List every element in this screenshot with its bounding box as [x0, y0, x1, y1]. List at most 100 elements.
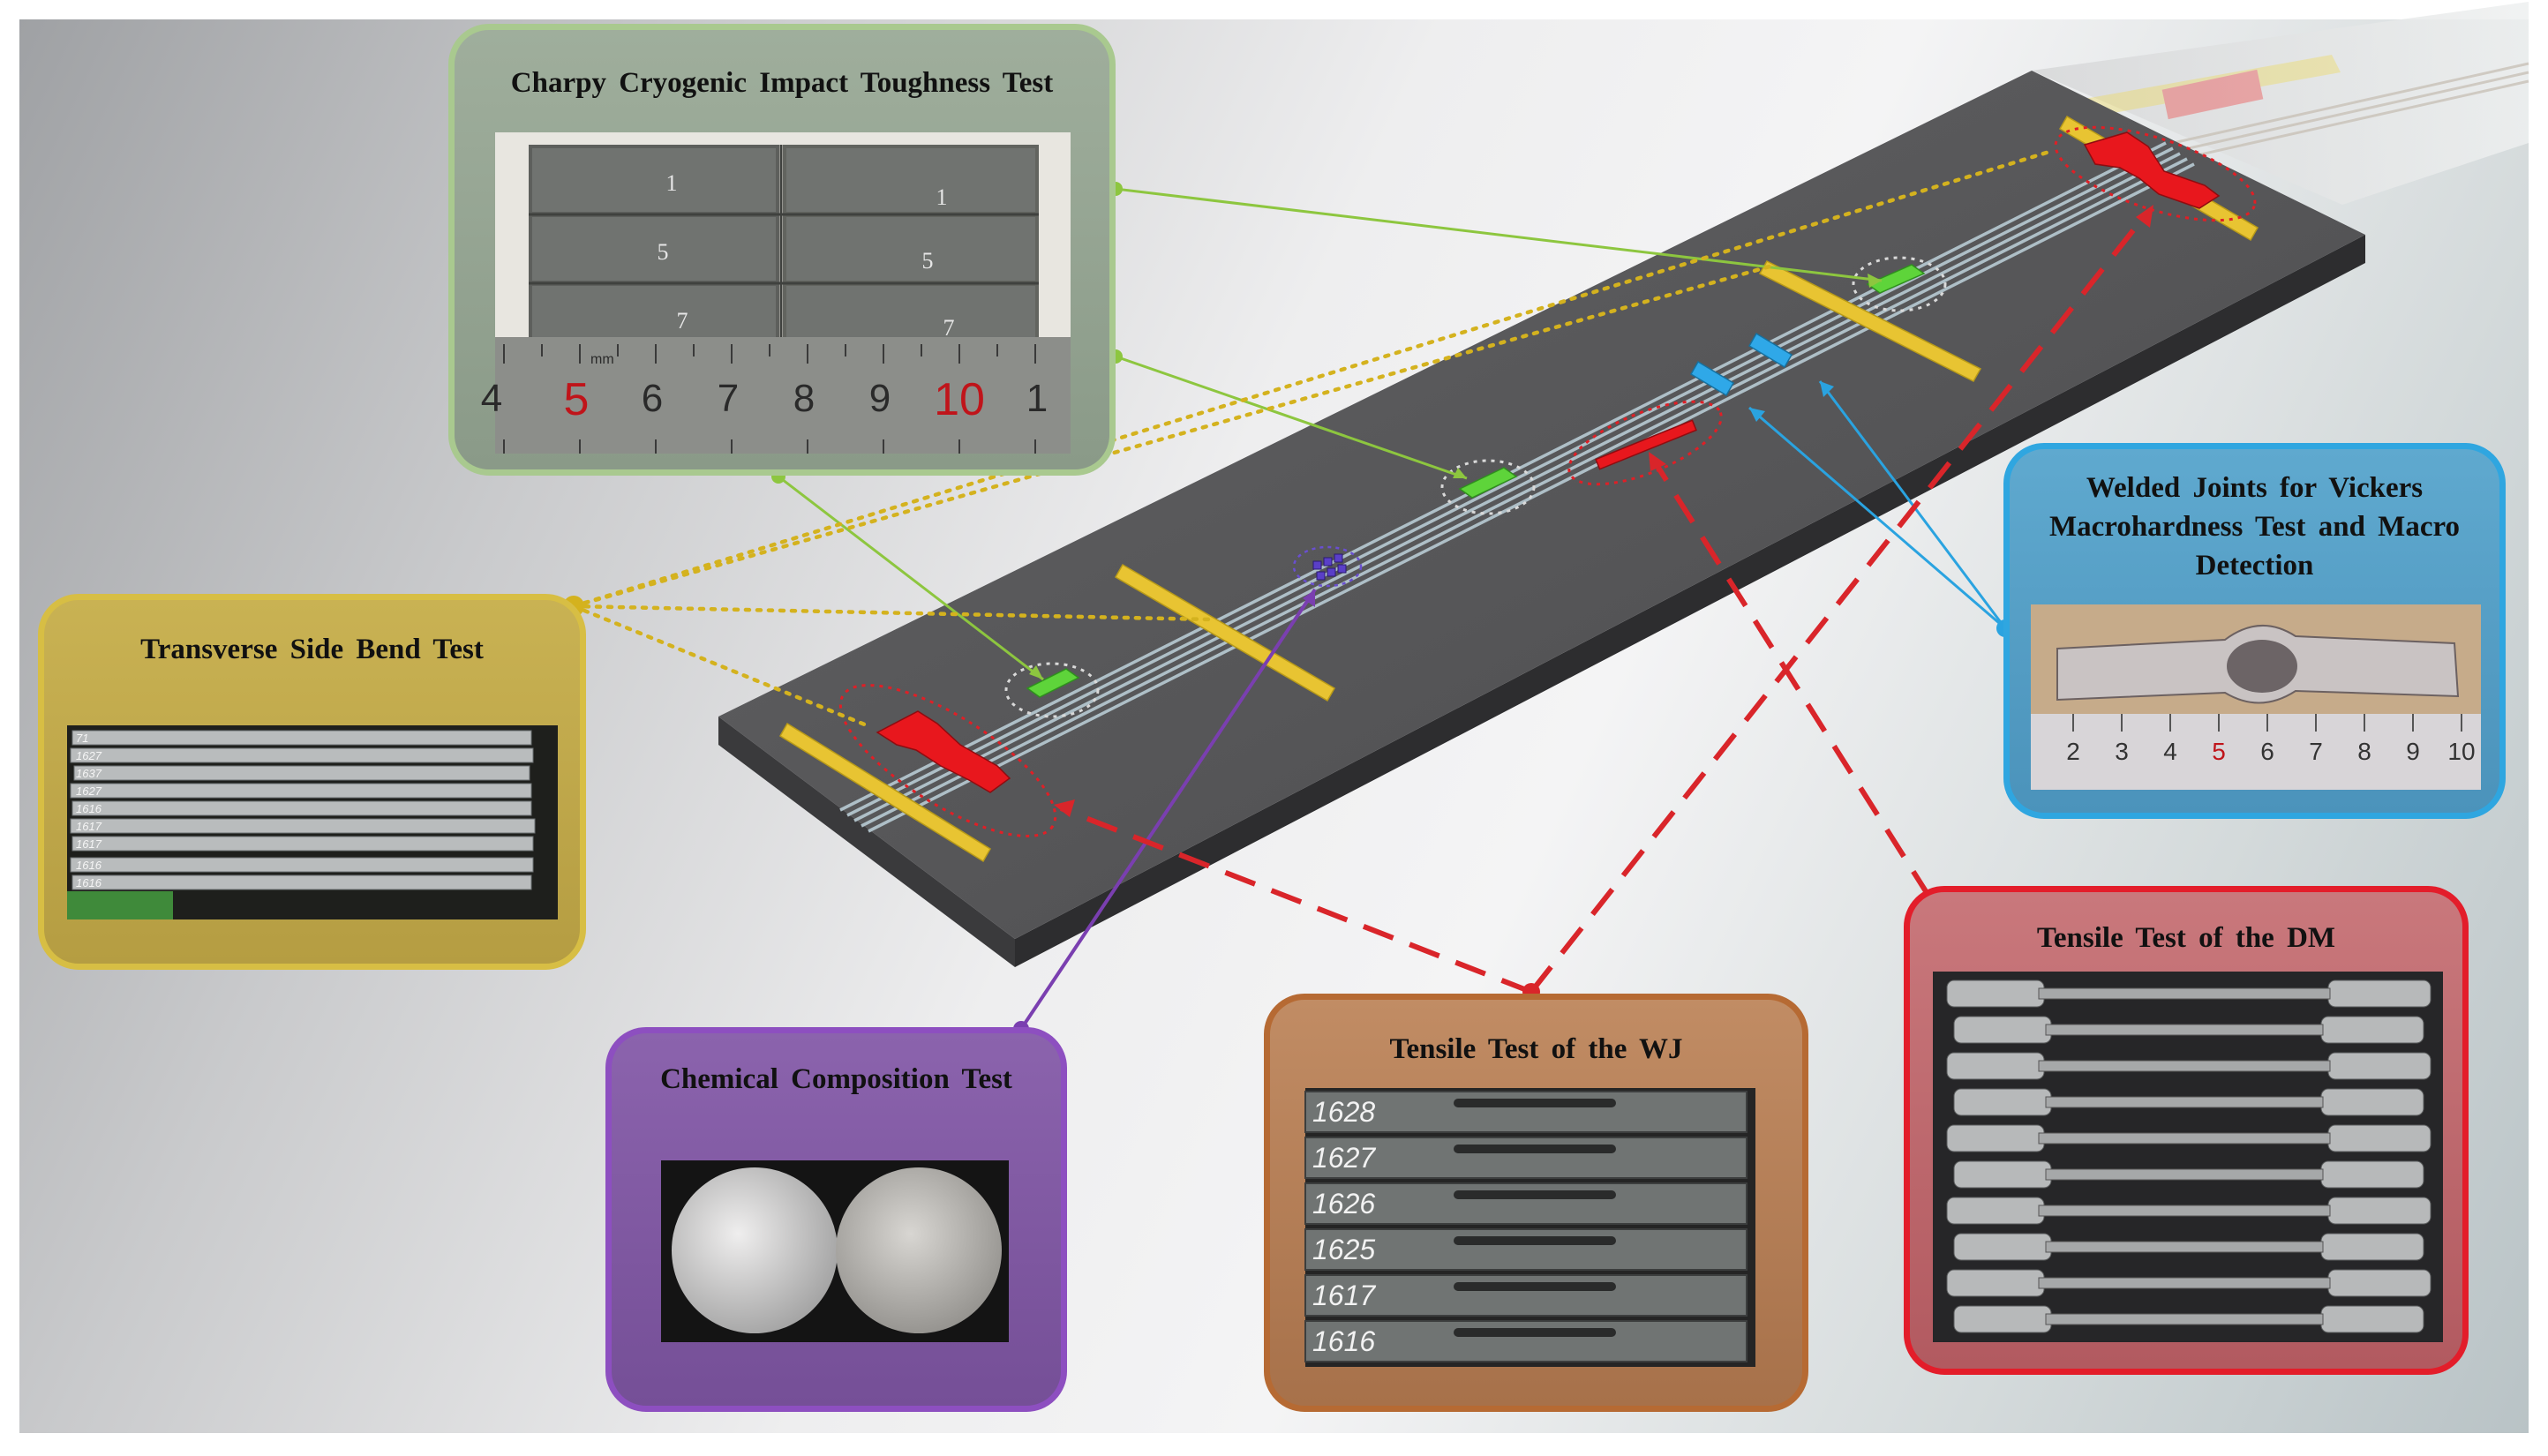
charpy-ruler-label: 5: [564, 374, 590, 425]
vickers-title-line: Welded Joints for Vickers: [2086, 472, 2424, 504]
charpy-ruler-label: 4: [481, 377, 502, 420]
vickers-ruler-label: 10: [2447, 738, 2475, 765]
bend-photo-drawing: 71 1627 1637 1627 1616 1617 1617 1616 16…: [67, 730, 536, 919]
dm-tensile-specimen-2: [2083, 131, 2221, 209]
dm-tensile-rod: [1953, 1088, 2424, 1116]
dm-tensile-rod: [1953, 1233, 2424, 1261]
wj-label: 1625: [1312, 1234, 1375, 1265]
charpy-number: 1: [936, 184, 948, 210]
figure-canvas: Charpy Cryogenic Impact Toughness Test 1…: [19, 2, 2529, 1433]
vickers-ruler-label: 8: [2357, 738, 2371, 765]
chem-specimens-photo: [661, 1160, 1009, 1342]
charpy-photo-drawing: 1 5 7 1 5 7: [481, 145, 1071, 454]
chem-dotted-ring: [1292, 545, 1363, 588]
bend-label: 1627: [76, 784, 102, 798]
welded-plate: [718, 71, 2365, 939]
vickers-test-panel: Welded Joints for Vickers Macrohardness …: [2003, 443, 2506, 819]
wj-panel-title: Tensile Test of the WJ: [1389, 1033, 1683, 1065]
charpy-specimens: [1026, 264, 1926, 698]
charpy-specimen-2: [1458, 467, 1518, 499]
dm-tensile-rod: [1946, 979, 2431, 1008]
chem-specimen: [1312, 553, 1347, 581]
wj-tensile-panel: Tensile Test of the WJ 1628 1627 1626 16…: [1264, 994, 1808, 1412]
dm-tensile-rod: [1953, 1016, 2424, 1044]
chem-disc: [672, 1167, 838, 1333]
wj-label: 1628: [1312, 1096, 1375, 1128]
chem-disc: [836, 1167, 1002, 1333]
charpy-number: 7: [677, 308, 688, 334]
dm-specimens-photo: [1933, 972, 2443, 1342]
dm-tensile-rod: [1946, 1124, 2431, 1152]
charpy-ruler-label: 10: [934, 374, 985, 425]
dm-tensile-rod: [1946, 1052, 2431, 1080]
chem-photo-drawing: [672, 1167, 1002, 1333]
charpy-number: 7: [943, 315, 955, 341]
wj-specimens-photo: 1628 1627 1626 1625 1617 1616: [1304, 1088, 1755, 1367]
vickers-photo-drawing: 2 3 4 5 6 7 8 9 10: [2031, 604, 2481, 790]
bend-label: 1617: [76, 820, 102, 833]
faded-weld-lines: [2172, 62, 2529, 162]
charpy-panel-title: Charpy Cryogenic Impact Toughness Test: [510, 67, 1054, 99]
vickers-panel-title: Welded Joints for Vickers Macrohardness …: [2010, 469, 2499, 585]
dm-tensile-specimen-1: [876, 710, 1011, 793]
bend-test-panel: Transverse Side Bend Test 71 1627 1637 1…: [38, 594, 586, 970]
wj-label: 1627: [1312, 1142, 1376, 1174]
bend-specimens-photo: 71 1627 1637 1627 1616 1617 1617 1616 16…: [67, 725, 558, 919]
bend-label: 1617: [76, 837, 102, 851]
charpy-ruler-unit: mm: [590, 352, 614, 367]
dm-tensile-rod: [1953, 1305, 2424, 1333]
charpy-specimen-3: [1866, 264, 1926, 294]
charpy-ruler-label: 1: [1026, 377, 1048, 420]
bend-label: 71: [76, 732, 88, 745]
wj-label: 1617: [1312, 1280, 1376, 1311]
charpy-specimen-1: [1026, 668, 1080, 698]
bend-label: 1616: [76, 876, 102, 889]
charpy-ruler-label: 6: [642, 377, 663, 420]
welded-plate-scene: [563, 2, 2529, 1037]
chem-panel-title: Chemical Composition Test: [660, 1063, 1012, 1095]
charpy-specimens-photo: 1 5 7 1 5 7: [481, 132, 1071, 454]
charpy-dotted-rings: [1004, 256, 1947, 718]
bend-panel-title: Transverse Side Bend Test: [140, 634, 484, 665]
vickers-ruler-label: 6: [2260, 738, 2274, 765]
dm-tensile-rod: [1946, 1197, 2431, 1225]
vickers-specimen-1: [1689, 360, 1735, 397]
wj-photo-drawing: 1628 1627 1626 1625 1617 1616: [1304, 1091, 1748, 1362]
vickers-ruler-label: 3: [2115, 738, 2129, 765]
bend-specimen-2: [1114, 563, 1336, 702]
vickers-connectors: [1748, 380, 2007, 630]
bend-label: 1627: [76, 749, 102, 762]
bend-label: 1616: [76, 802, 102, 815]
plate-front-face: [718, 717, 1015, 967]
charpy-ruler-label: 8: [793, 377, 815, 420]
tensile-specimens: [876, 131, 2221, 793]
vickers-title-line: Detection: [2195, 550, 2314, 582]
bend-specimen-3: [1758, 260, 1982, 382]
charpy-connectors: [778, 187, 1883, 681]
dm-photo-drawing: [1946, 979, 2431, 1333]
chem-connector: [1019, 588, 1317, 1031]
vickers-ruler-label: 9: [2406, 738, 2420, 765]
dm-tensile-rod: [1946, 1269, 2431, 1297]
vickers-ruler-label: 4: [2163, 738, 2177, 765]
vickers-specimens: [1689, 332, 1793, 397]
charpy-number: 1: [666, 170, 678, 196]
bend-connectors: [571, 149, 2052, 728]
dm-panel-title: Tensile Test of the DM: [2036, 922, 2336, 954]
charpy-ruler-label: 7: [718, 377, 739, 420]
wj-label: 1616: [1312, 1325, 1375, 1357]
wj-tensile-specimen: [1595, 419, 1697, 470]
vickers-title-line: Macrohardness Test and Macro: [2048, 511, 2461, 543]
tensile-dotted-rings: [838, 125, 2257, 837]
chem-test-panel: Chemical Composition Test: [605, 1027, 1067, 1412]
vickers-ruler-label: 5: [2212, 738, 2226, 765]
charpy-number: 5: [658, 239, 669, 265]
bend-label: 1616: [76, 859, 102, 872]
tensile-connectors: [1059, 212, 2149, 994]
bend-label: 1637: [76, 767, 102, 780]
vickers-ruler-label: 7: [2309, 738, 2323, 765]
charpy-number: 5: [922, 248, 934, 274]
bend-specimen-1: [778, 722, 992, 863]
plate-right-face: [1015, 235, 2365, 967]
faded-specimens: [2085, 55, 2341, 120]
